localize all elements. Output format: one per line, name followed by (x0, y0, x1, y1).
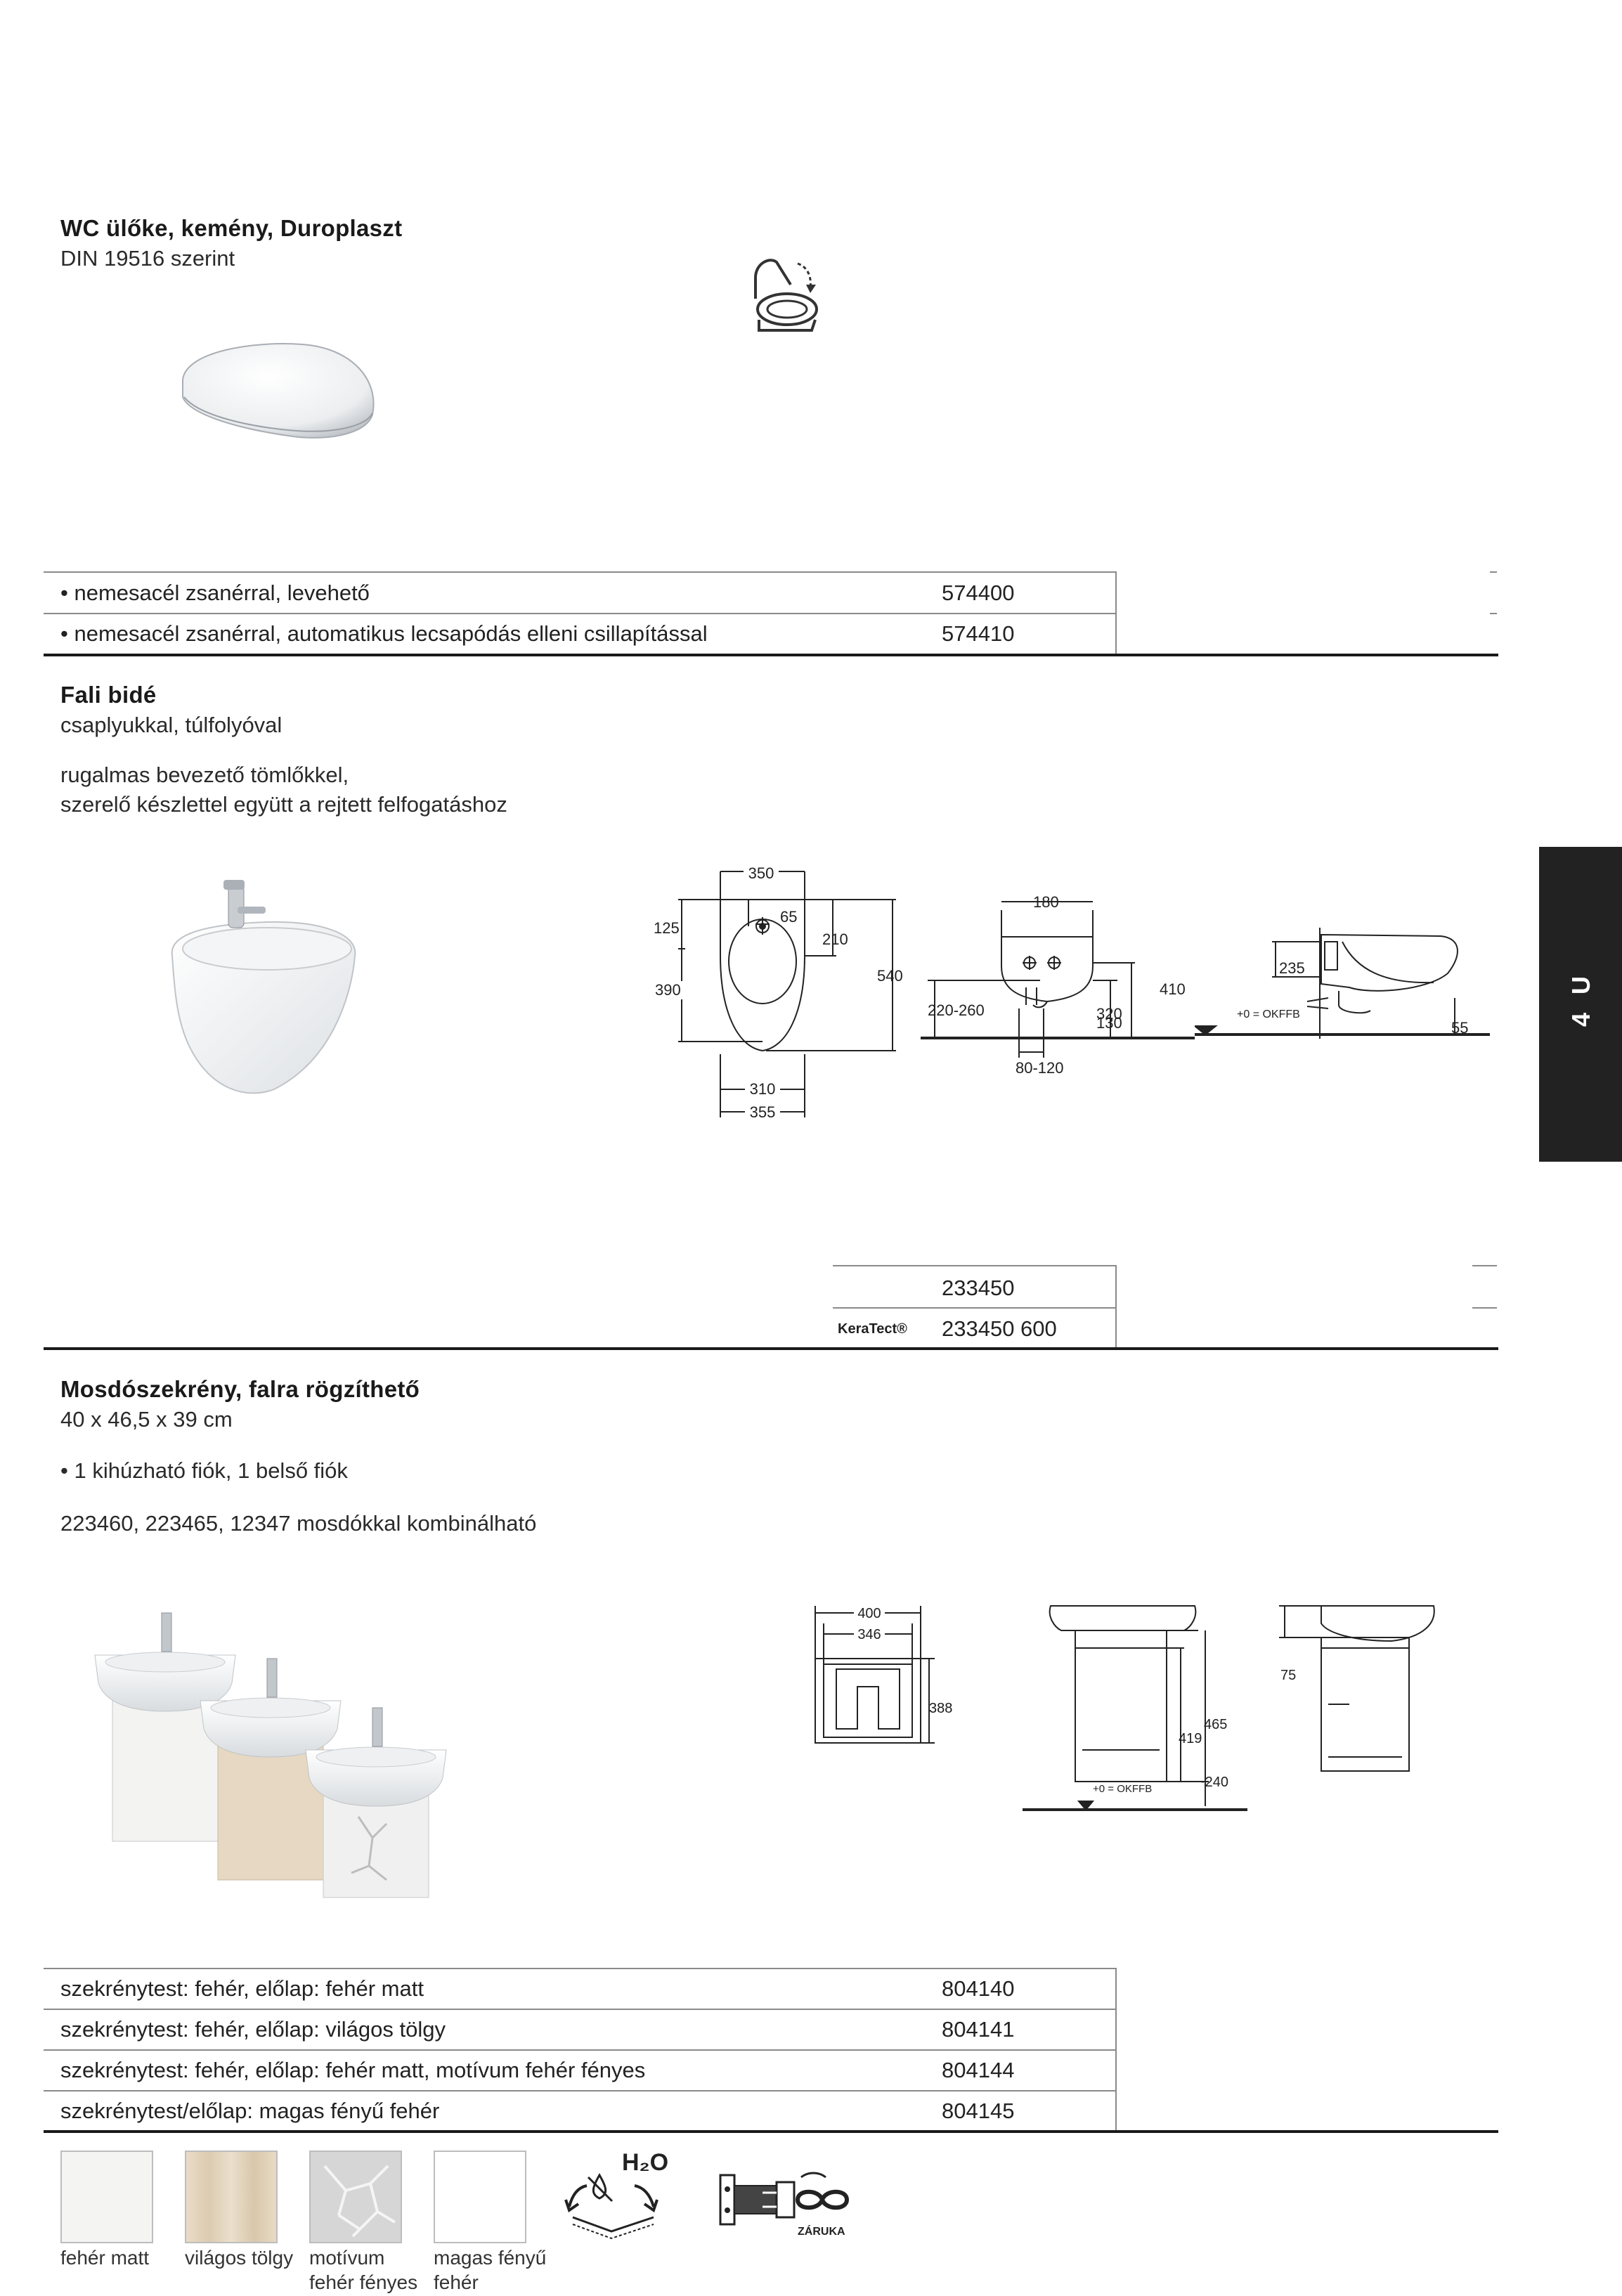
wc-seat-image (182, 343, 375, 439)
table-row-label: szekrénytest: fehér, előlap: fehér matt,… (60, 2058, 646, 2082)
dim-label: 320 (1096, 1005, 1122, 1023)
bidet-description: rugalmas bevezető tömlőkkel, (60, 763, 349, 787)
table-divider (1115, 1968, 1117, 2132)
cabinet-side-drawing: 75 (1279, 1605, 1435, 1772)
table-line (44, 2049, 1117, 2051)
dim-label: 350 (748, 864, 774, 882)
table-divider (1115, 1265, 1117, 1348)
cabinet-feature: • 1 kihúzható fiók, 1 belső fiók (60, 1458, 348, 1483)
table-row-label: szekrénytest: fehér, előlap: fehér matt (60, 1976, 424, 2001)
dim-label: 540 (877, 967, 903, 985)
cabinet-image (94, 1612, 447, 1898)
table-line (1490, 571, 1497, 573)
dim-label: 220-260 (928, 1001, 985, 1019)
dim-label: 75 (1280, 1668, 1296, 1683)
dim-label: 346 (857, 1627, 881, 1642)
dim-label: 410 (1160, 980, 1186, 998)
soft-close-icon (754, 259, 818, 332)
article-code: 804140 (942, 1976, 1015, 2001)
dim-label: 388 (929, 1701, 953, 1716)
swatch-label: magas fényű (434, 2247, 547, 2269)
dim-label: 400 (857, 1606, 881, 1621)
wc-seat-subtitle: DIN 19516 szerint (60, 246, 235, 271)
h2o-label: H₂O (622, 2149, 668, 2176)
table-row-label: • nemesacél zsanérral, automatikus lecsa… (60, 621, 708, 646)
section-tab-label: 4 U (1566, 970, 1595, 1027)
dim-label: 65 (780, 908, 797, 926)
cabinet-front-drawing: 465 419 ~240 +0 = OKFFB (1023, 1605, 1247, 1811)
dim-label: 130 (1096, 1014, 1122, 1032)
table-line (44, 571, 1117, 573)
swatch-label: világos tölgy (185, 2247, 294, 2269)
dim-label: 355 (750, 1103, 776, 1121)
section-divider (44, 2130, 1498, 2133)
bidet-title: Fali bidé (60, 682, 157, 708)
swatch-label: fehér (434, 2271, 479, 2293)
dim-label: 80-120 (1016, 1059, 1064, 1077)
table-line (44, 1968, 1117, 1969)
swatch-label: motívum (309, 2247, 385, 2269)
bidet-subtitle: csaplyukkal, túlfolyóval (60, 713, 283, 737)
article-code: 804145 (942, 2099, 1015, 2123)
floor-level-label: +0 = OKFFB (1093, 1783, 1152, 1795)
dim-label: 310 (750, 1080, 776, 1098)
table-divider (1115, 571, 1117, 654)
dim-label: 125 (654, 919, 680, 937)
keratect-badge: KeraTect® (838, 1321, 907, 1337)
bidet-side-drawing: 235 +0 = OKFFB 55 (1195, 928, 1490, 1039)
article-code: 804144 (942, 2058, 1015, 2082)
swatch-label: fehér matt (60, 2247, 150, 2269)
table-line (1472, 1265, 1497, 1266)
bidet-rear-drawing: 180 220-260 320 410 130 80-120 (921, 893, 1195, 1077)
swatch-light-oak (185, 2151, 278, 2243)
article-code: 804141 (942, 2017, 1015, 2042)
cabinet-top-drawing: 400 346 (815, 1605, 935, 1744)
cabinet-subtitle: 40 x 46,5 x 39 cm (60, 1407, 233, 1432)
dim-label: 390 (655, 981, 681, 999)
table-line (833, 1307, 1117, 1309)
swatch-high-gloss-white (434, 2151, 526, 2243)
section-divider (44, 654, 1498, 656)
dim-label: 419 (1179, 1731, 1202, 1746)
dim-label: 180 (1033, 893, 1059, 911)
table-line (833, 1265, 1117, 1266)
bidet-description: szerelő készlettel együtt a rejtett felf… (60, 792, 507, 817)
table-line (1472, 1307, 1497, 1309)
swatch-white-matt (60, 2151, 153, 2243)
table-line (44, 2009, 1117, 2010)
dim-label: 235 (1279, 959, 1305, 977)
cabinet-combination: 223460, 223465, 12347 mosdókkal kombinál… (60, 1511, 537, 1536)
article-code: 574400 (942, 581, 1015, 605)
table-line (44, 613, 1117, 614)
section-divider (44, 1347, 1498, 1350)
swatch-motif-white-gloss (309, 2151, 402, 2243)
cabinet-title: Mosdószekrény, falra rögzíthető (60, 1376, 420, 1402)
table-line (44, 2090, 1117, 2091)
section-tab (1539, 847, 1622, 1162)
bidet-image (171, 880, 356, 1094)
water-resistant-icon: H₂O (564, 2149, 668, 2240)
dim-label: ~240 (1197, 1775, 1228, 1790)
dim-label: 210 (822, 930, 848, 948)
table-line (1490, 613, 1497, 614)
article-code: 233450 600 (942, 1316, 1057, 1341)
swatch-label: fehér fényes (309, 2271, 418, 2293)
article-code: 574410 (942, 621, 1015, 646)
soft-close-label: ZÁRUKA (798, 2224, 845, 2238)
dim-label: 465 (1204, 1717, 1227, 1732)
wc-seat-title: WC ülőke, kemény, Duroplaszt (60, 215, 403, 241)
table-row-label: szekrénytest: fehér, előlap: világos töl… (60, 2017, 446, 2042)
table-row-label: • nemesacél zsanérral, levehető (60, 581, 370, 605)
floor-level-label: +0 = OKFFB (1237, 1008, 1300, 1020)
article-code: 233450 (942, 1276, 1015, 1300)
bidet-top-drawing: 350 125 65 210 390 540 310 355 (654, 864, 903, 1121)
hinge-soft-close-icon: ZÁRUKA (719, 2172, 850, 2238)
dim-label: 55 (1451, 1019, 1468, 1037)
table-row-label: szekrénytest/előlap: magas fényű fehér (60, 2099, 440, 2123)
